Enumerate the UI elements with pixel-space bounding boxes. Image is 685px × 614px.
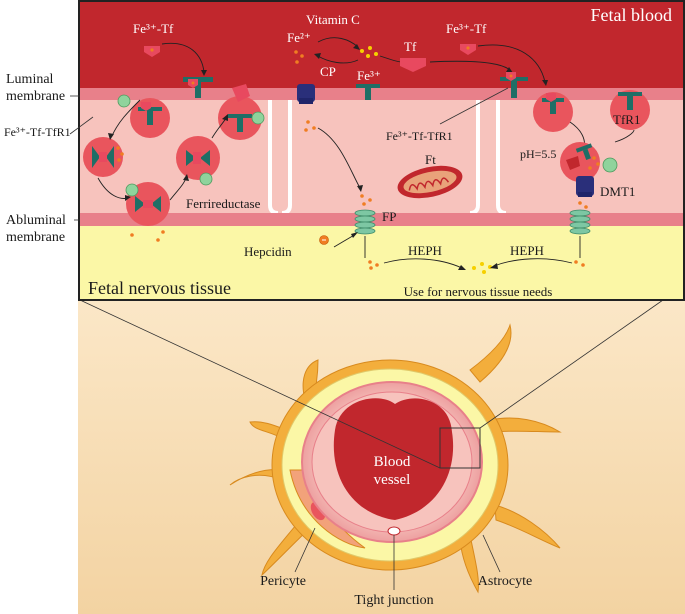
fe3-tf-tfr1-label-left: Fe³⁺-Tf-TfR1: [4, 125, 71, 139]
cycle-arrowheads-left: [108, 114, 228, 201]
astrocyte-processes: [229, 323, 562, 594]
arrow-to-fp: [317, 127, 361, 189]
arrow-tf-down-right: [477, 44, 546, 83]
vesicle-left-receptor: [92, 146, 114, 168]
arrow-tf-to-receptor-right: [429, 60, 511, 71]
side-labels: Luminal membrane Abluminal membrane: [6, 72, 80, 245]
fetal-nervous-tissue-region: [79, 226, 684, 300]
fe3-tf-tfr1-leader-left: [69, 116, 94, 135]
fe3-tf-iron-left: [150, 48, 154, 52]
iron-release-dots-left: [116, 146, 124, 162]
apo-tf-released-left: [232, 84, 250, 102]
acid-iron-dots: [588, 156, 600, 170]
arrow-tfr1-recycle: [614, 129, 635, 143]
pericyte-label: Pericyte: [260, 574, 306, 589]
ferritin-bead-b: [125, 183, 139, 197]
tight-junction-label: Tight junction: [354, 593, 433, 608]
astrocyte-label: Astrocyte: [478, 574, 532, 589]
ferroportin: [354, 209, 376, 235]
fe2-label: Fe²⁺: [287, 30, 311, 45]
fe3-dots-blood: [360, 46, 378, 58]
vesicle-right-receptor: [186, 150, 210, 166]
iron-exit-dots-left: [130, 230, 165, 242]
ft-label: Ft: [425, 152, 436, 167]
ferritin-bead-a: [117, 94, 131, 108]
abluminal-membrane-band: [79, 213, 684, 226]
tfr1-receptor-mid: [356, 84, 380, 100]
luminal-membrane-band: [79, 88, 684, 100]
fe3-tf-label-left: Fe³⁺-Tf: [133, 21, 174, 36]
fetal-blood-title: Fetal blood: [591, 5, 673, 25]
astrocyte-leader: [482, 534, 501, 573]
middle-cell: Vitamin C Fe²⁺ CP Fe³⁺: [244, 12, 466, 270]
ferroportin-right: [569, 209, 591, 235]
blood-vessel-label-2: vessel: [374, 472, 411, 488]
dmt1-iron-dots: [578, 201, 588, 209]
dmt1-label: DMT1: [600, 184, 635, 199]
abluminal-membrane-label-1: Abluminal: [6, 213, 66, 228]
detail-panel: Fetal blood Fetal nervous tissue Use for…: [4, 0, 685, 301]
exported-iron-right: [574, 260, 585, 267]
tfr1-receptor-left: [183, 77, 213, 98]
endosome-top-right-receptor: [542, 93, 564, 114]
fe3-tf-tfr1-leader-mid: [439, 87, 509, 125]
blood-vessel-label-1: Blood: [374, 454, 411, 470]
ferritin-bead-c: [199, 172, 213, 186]
tissue-iron-dots: [472, 262, 492, 274]
fetal-nervous-tissue-title: Fetal nervous tissue: [88, 278, 231, 298]
heph-label-left: HEPH: [408, 243, 442, 258]
acidified-endosome-contents: [566, 143, 593, 170]
blood-vessel-lumen: [333, 398, 454, 520]
zoom-line-left: [79, 299, 441, 469]
pericyte-leader: [294, 527, 316, 573]
fe2-channel: [297, 84, 315, 104]
ph-label: pH=5.5: [520, 147, 556, 161]
hepcidin-label: Hepcidin: [244, 244, 292, 259]
fp-iron-dots: [360, 194, 372, 206]
vesicle-recycle-receptor: [228, 114, 252, 132]
vesicle-bottom-left-receptor: [135, 196, 161, 212]
cp-label: CP: [320, 64, 336, 79]
arrow-heph-left: [383, 258, 463, 269]
fp-label: FP: [382, 209, 396, 224]
ferritin-bead-d: [251, 111, 265, 125]
arrow-cp-fe3-to-fe2: [317, 55, 359, 64]
tfr1-receptor-right: [500, 72, 528, 98]
cytoplasm-iron-dots: [304, 120, 316, 132]
ferritin-bead-e: [602, 157, 618, 173]
tfr1-recycling-receptor: [618, 92, 642, 110]
zoom-line-right: [479, 299, 664, 429]
use-for-tissue-label: Use for nervous tissue needs: [404, 284, 553, 299]
fe2-dots: [294, 50, 304, 64]
acidified-endosome: [560, 142, 600, 182]
dmt1-transporter: [576, 176, 594, 197]
luminal-membrane-label-1: Luminal: [6, 72, 54, 87]
tfr1-label: TfR1: [613, 112, 640, 127]
cell-boundaries: [268, 100, 507, 215]
left-cell: Fe³⁺-Tf: [4, 21, 265, 242]
heph-label-right: HEPH: [510, 243, 544, 258]
vitamin-c-label: Vitamin C: [306, 12, 360, 27]
ferrireductase-label: Ferrireductase: [186, 196, 261, 211]
lower-illustration: Blood vessel Pericyte Tight junction Ast…: [78, 299, 685, 614]
fe3-tf-label-right: Fe³⁺-Tf: [446, 21, 487, 36]
tight-junction-marker: [387, 526, 401, 536]
abluminal-membrane-label-2: membrane: [6, 230, 65, 245]
arrow-heph-right: [493, 258, 573, 267]
zoom-box: [439, 427, 481, 469]
luminal-membrane-label-2: membrane: [6, 89, 65, 104]
fe3-tf-tfr1-label-mid: Fe³⁺-Tf-TfR1: [386, 129, 453, 143]
exported-iron-mid: [368, 260, 379, 270]
right-cell: Fe³⁺-Tf Fe³⁺-Tf-TfR1: [386, 21, 650, 269]
panel-border: [78, 0, 685, 301]
vesicle-top-left-receptor: [138, 102, 162, 125]
apo-tf-mid: [400, 58, 426, 72]
mitochondrion-ft: [397, 165, 463, 199]
fe3-label-mid: Fe³⁺: [357, 68, 381, 83]
tf-label: Tf: [404, 39, 417, 54]
arrow-tf-to-receptor-left: [161, 42, 205, 73]
